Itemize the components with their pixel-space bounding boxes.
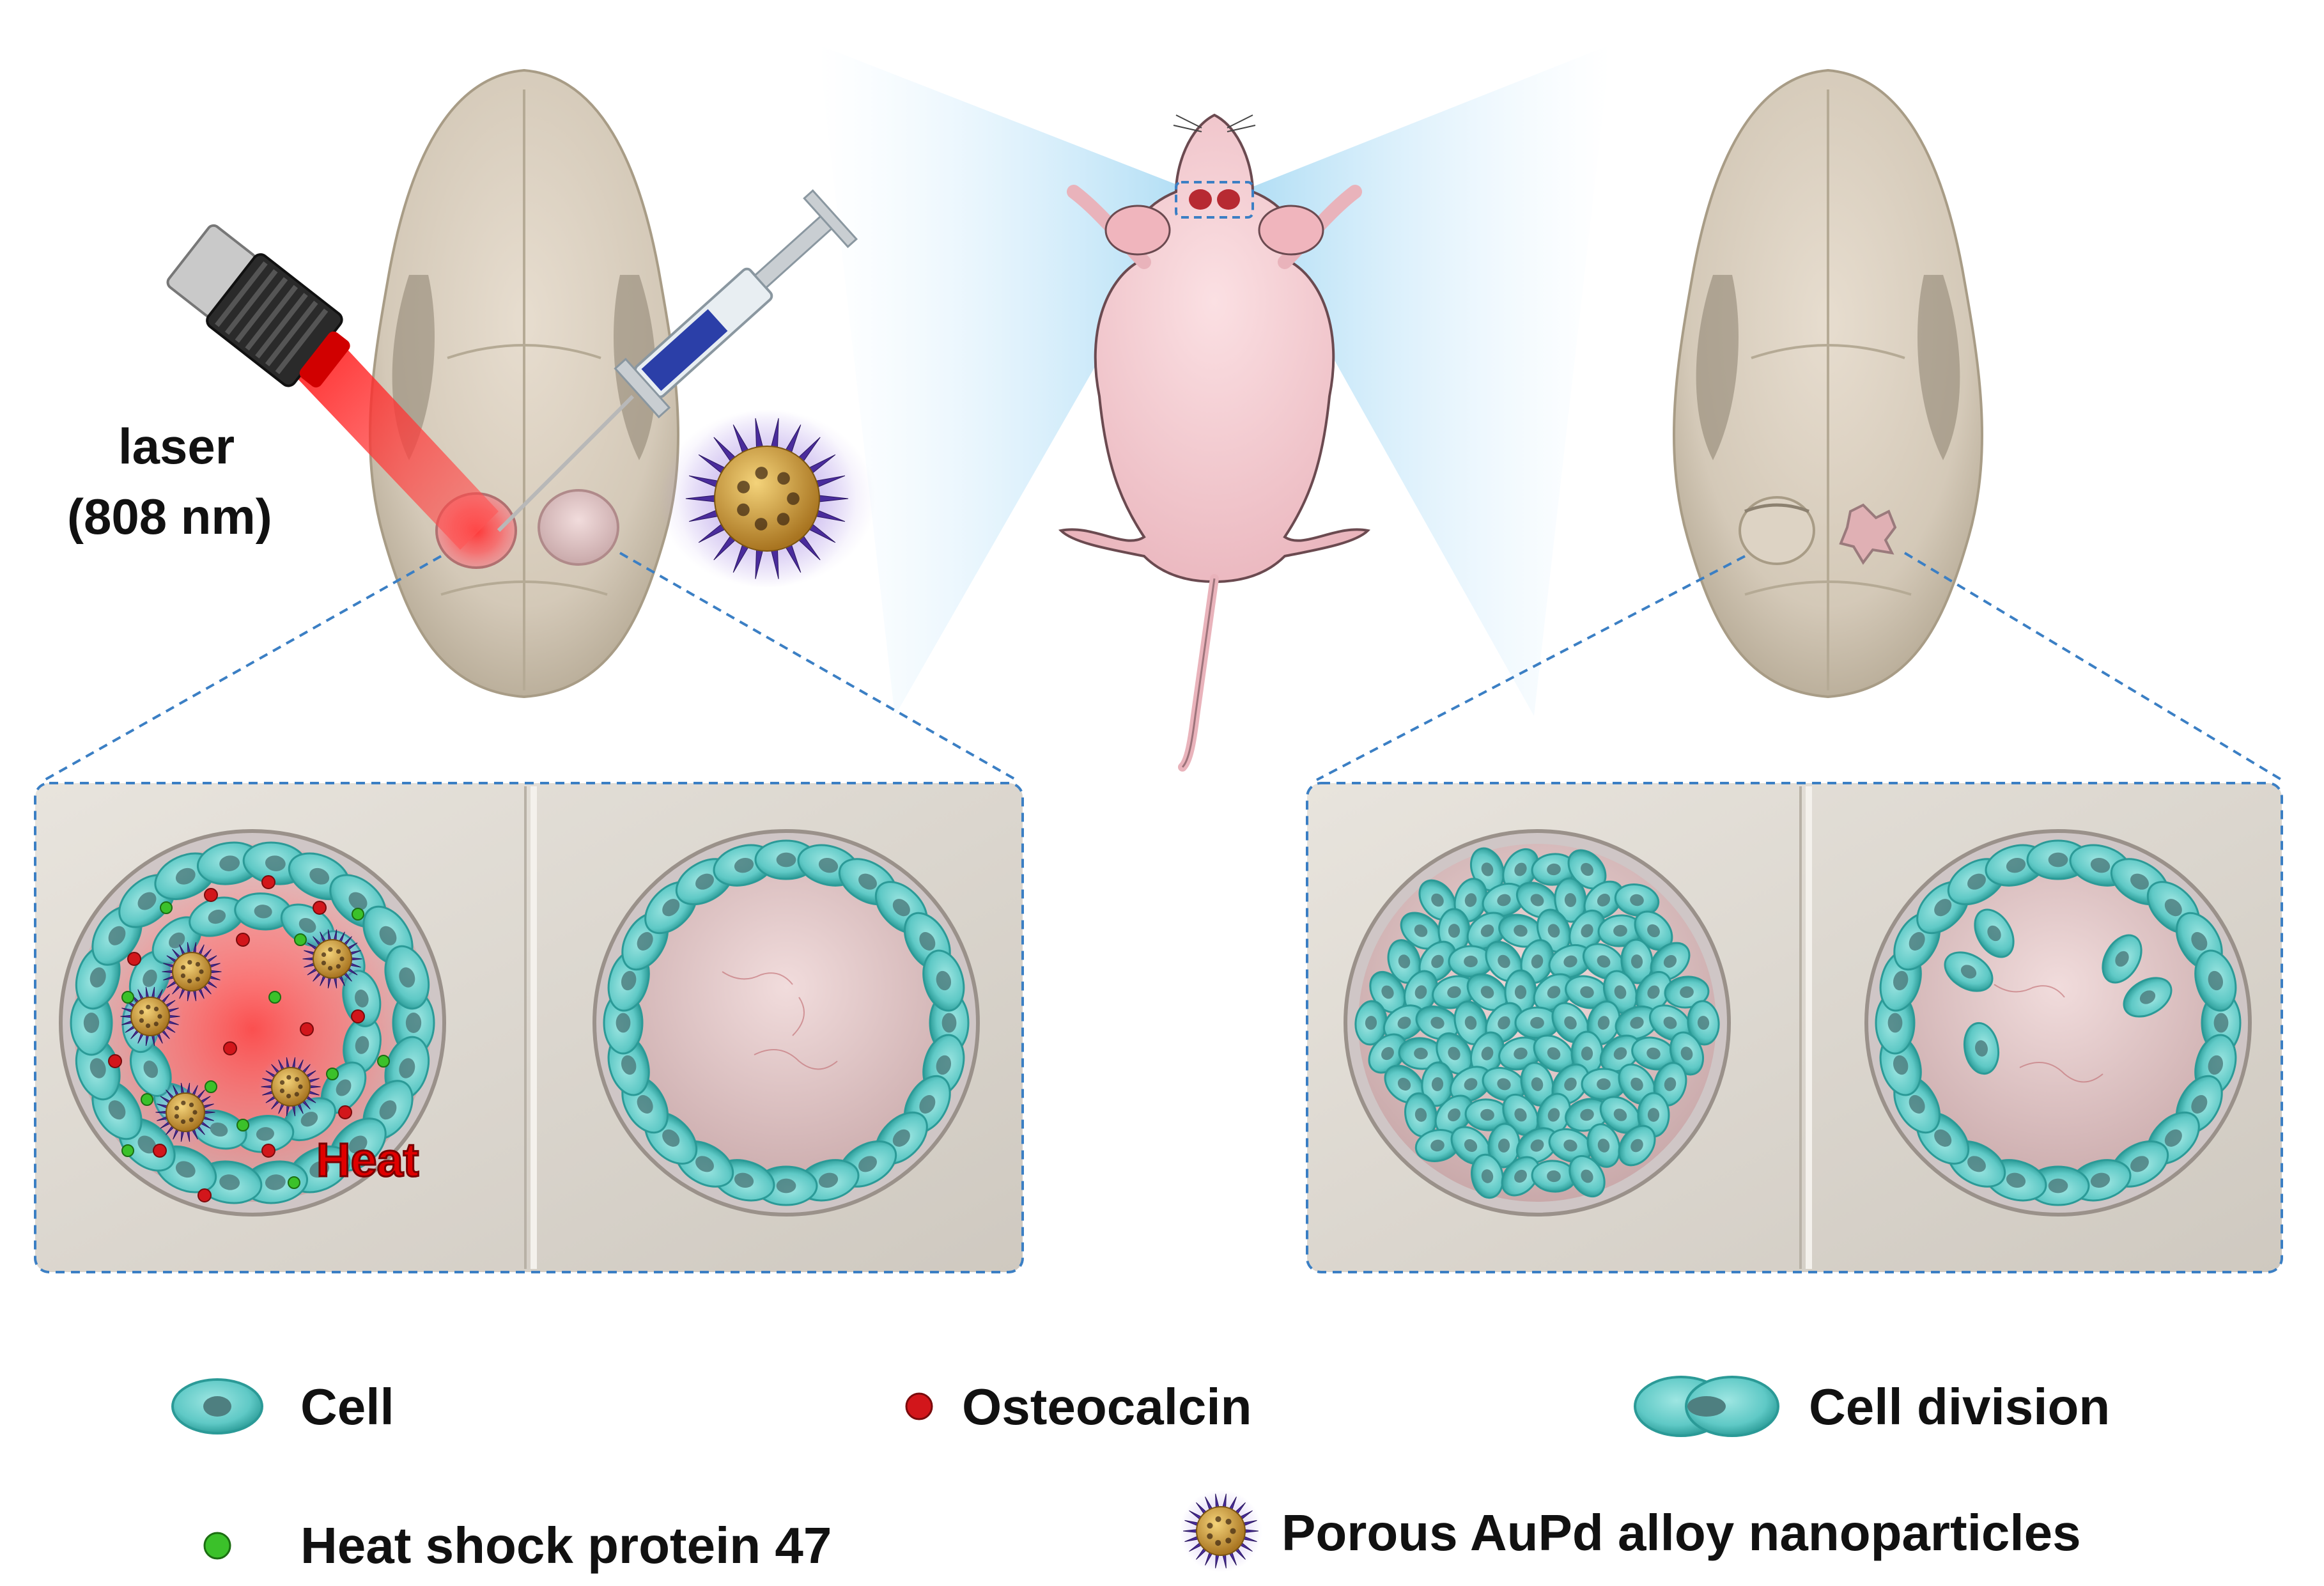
osteocalcin-dots xyxy=(108,875,365,1202)
cells-control-defect xyxy=(603,839,970,1206)
nanoparticle-large xyxy=(658,409,876,588)
cell xyxy=(1618,1124,1656,1167)
syringe-needle xyxy=(497,394,635,533)
cell xyxy=(1453,1000,1488,1045)
right-defect-partial xyxy=(1839,503,1897,565)
cell xyxy=(1586,1123,1621,1168)
laser-wavelength-label: (808 nm) xyxy=(67,488,272,545)
cell xyxy=(1533,1034,1575,1073)
syringe xyxy=(497,189,858,533)
heat-label: Heat xyxy=(316,1133,419,1186)
cell xyxy=(1583,880,1624,920)
legend-cell-label: Cell xyxy=(300,1378,394,1435)
cell xyxy=(1482,1066,1526,1102)
legend-cell-division-label: Cell division xyxy=(1809,1378,2110,1435)
cell xyxy=(1565,1098,1609,1132)
cell xyxy=(1944,951,1994,992)
laser-beam xyxy=(275,320,499,550)
legend-hsp47-label: Heat shock protein 47 xyxy=(300,1517,832,1574)
cell xyxy=(189,896,245,937)
cell xyxy=(1531,1160,1577,1193)
hsp47-dots xyxy=(121,901,390,1189)
nanoparticle xyxy=(159,939,224,1004)
nanoparticles-in-defect xyxy=(118,926,365,1145)
cell xyxy=(2123,977,2173,1018)
cell xyxy=(1569,1155,1606,1198)
mouse xyxy=(1058,113,1371,772)
cell xyxy=(1515,1127,1559,1164)
right-defect-healed xyxy=(1739,496,1815,565)
cell xyxy=(1650,942,1691,981)
cell xyxy=(1634,910,1673,951)
cell xyxy=(1368,1033,1407,1074)
cell xyxy=(1548,944,1593,979)
nanoparticle xyxy=(300,926,365,991)
cell xyxy=(1469,1031,1505,1076)
cell xyxy=(2102,934,2142,984)
legend: Cell Osteocalcin Cell division Heat shoc… xyxy=(171,1376,2110,1574)
right-zoom-panel xyxy=(1306,782,2283,1273)
nanoparticle xyxy=(153,1080,218,1145)
skull-right xyxy=(1672,68,1984,699)
cell xyxy=(1384,1064,1425,1104)
nanoparticle xyxy=(258,1054,323,1119)
cell xyxy=(1398,1037,1444,1070)
nanoparticle xyxy=(118,984,183,1049)
cell xyxy=(1450,1126,1491,1165)
mouse-head-dashed-box xyxy=(1175,181,1254,219)
cell xyxy=(1569,909,1606,952)
cells-filled-defect xyxy=(1354,847,1720,1199)
cell xyxy=(1614,883,1660,917)
tissue-vessels xyxy=(722,971,838,1070)
cell xyxy=(1664,976,1710,1009)
laser-label: laser xyxy=(118,418,235,474)
legend-cell-icon xyxy=(171,1378,263,1434)
zoom-connectors xyxy=(44,552,2283,781)
nanoparticle xyxy=(1179,1489,1262,1573)
cell xyxy=(1414,1129,1460,1162)
cells-treated-defect xyxy=(70,841,435,1204)
cell xyxy=(1501,1156,1540,1197)
cell xyxy=(922,949,965,1012)
cell xyxy=(1582,943,1625,980)
cell xyxy=(234,892,293,931)
cell xyxy=(384,945,430,1010)
left-defect-hole-control xyxy=(538,489,619,566)
cell xyxy=(1554,877,1587,923)
cell xyxy=(1974,908,2015,958)
cell xyxy=(1620,938,1654,984)
cell xyxy=(1471,1153,1504,1199)
cell xyxy=(1963,1022,2000,1075)
legend-hsp47-dot xyxy=(203,1532,231,1560)
laser-device xyxy=(166,224,499,550)
legend-cell-division-icon xyxy=(1634,1376,1779,1437)
cell xyxy=(1687,1000,1720,1046)
legend-osteocalcin-label: Osteocalcin xyxy=(962,1378,1252,1435)
legend-nanoparticle-label: Porous AuPd alloy nanoparticles xyxy=(1282,1504,2081,1561)
cell xyxy=(1421,1061,1454,1107)
legend-osteocalcin-dot xyxy=(905,1392,933,1420)
cell xyxy=(1565,975,1609,1009)
left-zoom-panel: Heat xyxy=(34,782,1024,1273)
cell xyxy=(1466,973,1508,1011)
cell xyxy=(1487,1123,1521,1169)
cells-partial-defect xyxy=(1875,839,2242,1206)
cell xyxy=(2194,949,2237,1012)
nanoparticle xyxy=(678,409,856,588)
cell xyxy=(1354,1000,1388,1046)
legend-nanoparticle-icon xyxy=(1179,1489,1262,1573)
